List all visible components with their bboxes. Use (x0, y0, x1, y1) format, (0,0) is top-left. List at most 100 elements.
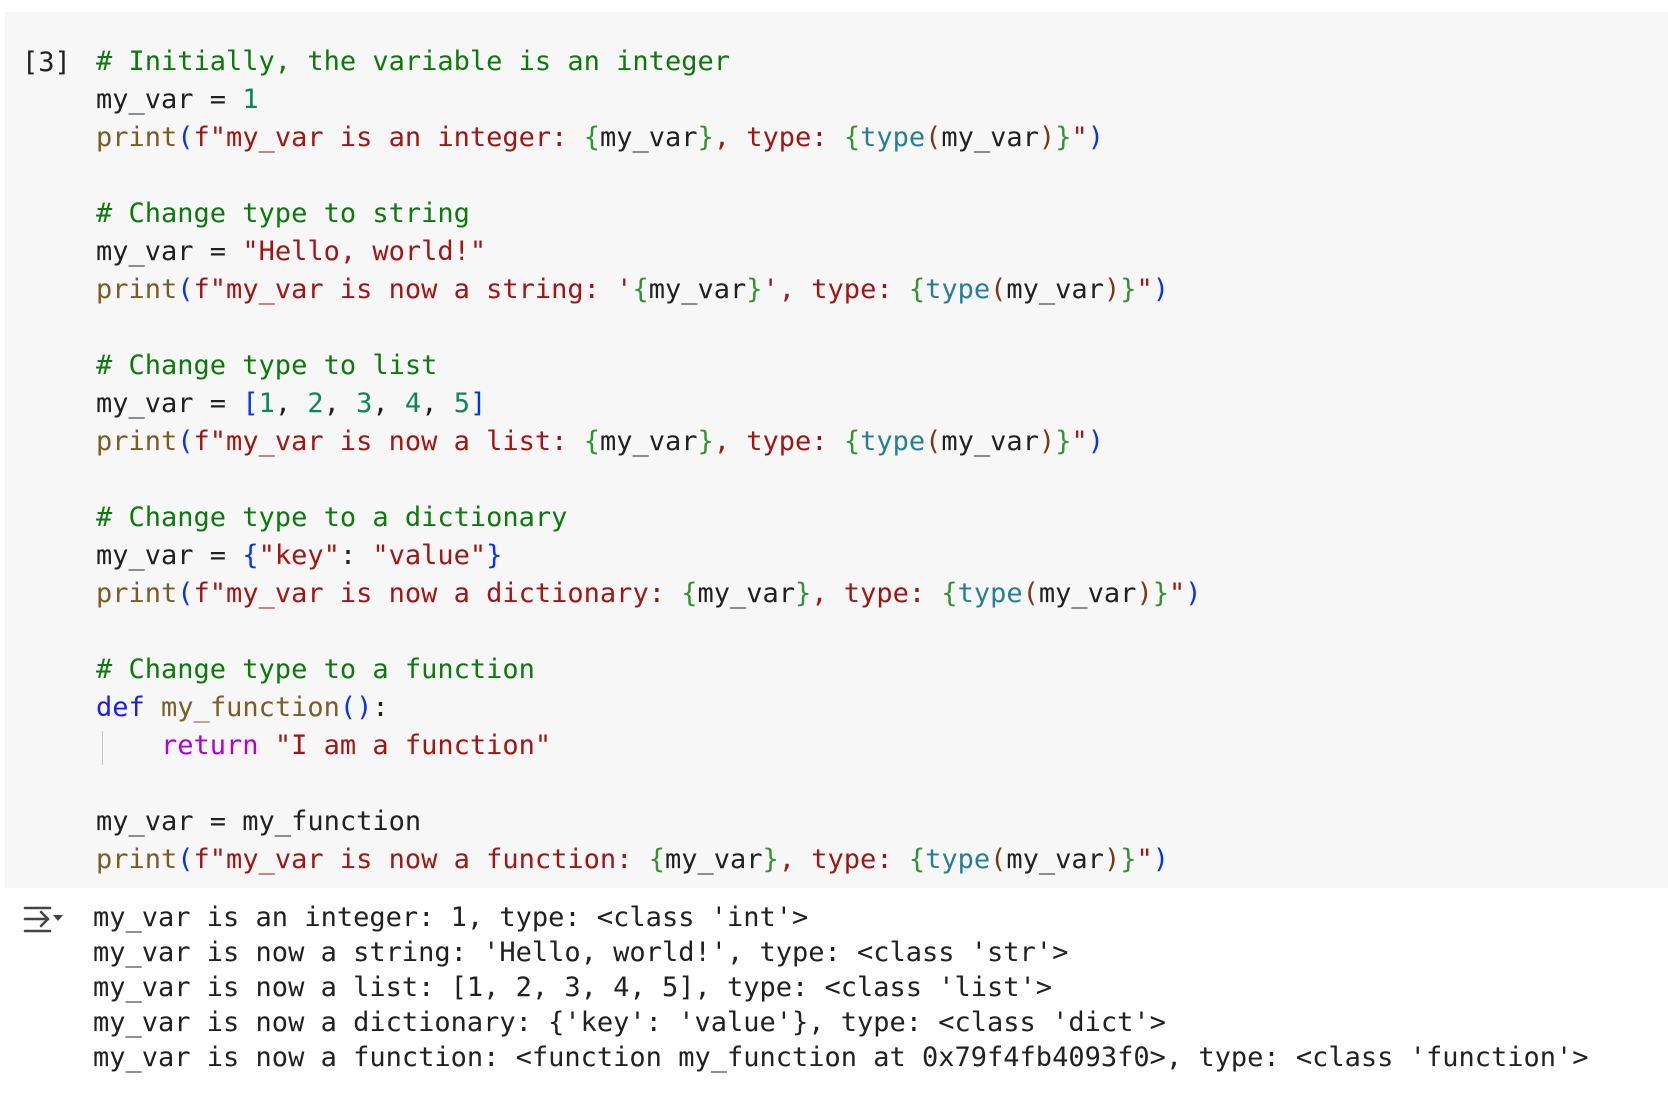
code-token: } (1152, 578, 1169, 609)
code-token: ) (1103, 274, 1121, 305)
code-token: my_function (161, 692, 340, 723)
code-token: { (941, 578, 958, 609)
code-line[interactable] (96, 765, 1202, 803)
code-line[interactable]: my_var = "Hello, world!" (96, 233, 1202, 271)
code-token: { (583, 122, 600, 153)
code-line[interactable]: my_var = {"key": "value"} (96, 537, 1202, 575)
code-token: 1 (258, 388, 275, 419)
code-token: { (242, 540, 259, 571)
code-token: type (957, 578, 1023, 609)
code-token: type (925, 844, 991, 875)
code-line[interactable] (96, 613, 1202, 651)
code-line[interactable]: print(f"my_var is now a dictionary: {my_… (96, 575, 1202, 613)
code-token: my_var = (96, 540, 243, 571)
code-line[interactable] (96, 309, 1202, 347)
code-token: ) (1103, 844, 1121, 875)
code-line[interactable]: # Change type to string (96, 195, 1202, 233)
code-token: my_var (1038, 578, 1137, 609)
code-token: : (372, 692, 389, 723)
code-token: , type: (713, 122, 844, 153)
code-line[interactable]: # Initially, the variable is an integer (96, 43, 1202, 81)
code-token: ) (1152, 844, 1169, 875)
code-token: "I am a function" (274, 730, 552, 761)
code-token: my_var = (96, 236, 243, 267)
code-token: : (339, 540, 373, 571)
output-line: my_var is an integer: 1, type: <class 'i… (93, 902, 809, 933)
code-token: } (746, 274, 763, 305)
code-token (145, 692, 161, 723)
cell-output: my_var is an integer: 1, type: <class 'i… (93, 900, 1589, 1075)
code-token: f"my_var is now a dictionary: (193, 578, 682, 609)
code-token: f"my_var is now a function: (193, 844, 649, 875)
code-token: 2 (307, 388, 324, 419)
output-line: my_var is now a string: 'Hello, world!',… (93, 937, 1069, 968)
code-line[interactable] (96, 157, 1202, 195)
code-line[interactable]: # Change type to a function (96, 651, 1202, 689)
code-token: ( (990, 274, 1007, 305)
code-token: , type: (778, 844, 909, 875)
code-token: ) (1185, 578, 1202, 609)
code-line[interactable]: print(f"my_var is now a function: {my_va… (96, 841, 1202, 879)
code-line[interactable] (96, 461, 1202, 499)
code-token: my_var = (96, 388, 243, 419)
code-token: } (1120, 274, 1137, 305)
code-token: # Change type to a dictionary (96, 502, 568, 533)
code-token: { (908, 844, 926, 875)
code-token: ( (990, 844, 1007, 875)
code-token: ( (925, 426, 942, 457)
output-toggle-icon[interactable] (22, 902, 66, 942)
code-token: my_var (648, 274, 747, 305)
code-token: { (648, 844, 665, 875)
code-line[interactable]: print(f"my_var is an integer: {my_var}, … (96, 119, 1202, 157)
code-token: , (372, 388, 405, 419)
code-token: ( (1022, 578, 1039, 609)
code-token: ( (177, 122, 194, 153)
code-line[interactable]: def my_function(): (96, 689, 1202, 727)
code-cell[interactable]: [3] # Initially, the variable is an inte… (5, 12, 1668, 888)
output-line: my_var is now a list: [1, 2, 3, 4, 5], t… (93, 972, 1053, 1003)
code-token: my_var (941, 122, 1039, 153)
code-token: 1 (242, 84, 259, 115)
code-line[interactable]: return "I am a function" (96, 727, 1202, 765)
indent-guide (102, 731, 103, 765)
code-token: } (1055, 122, 1072, 153)
code-token: ( (177, 274, 194, 305)
code-token: { (908, 274, 926, 305)
code-token: 5 (453, 388, 470, 419)
code-line[interactable]: # Change type to a dictionary (96, 499, 1202, 537)
code-token: { (632, 274, 649, 305)
code-token: } (762, 844, 779, 875)
code-token: ) (1087, 426, 1104, 457)
code-token: } (1055, 426, 1072, 457)
code-line[interactable]: print(f"my_var is now a list: {my_var}, … (96, 423, 1202, 461)
code-token: " (1168, 578, 1186, 609)
code-token: 3 (356, 388, 373, 419)
code-line[interactable]: # Change type to list (96, 347, 1202, 385)
code-line[interactable]: print(f"my_var is now a string: '{my_var… (96, 271, 1202, 309)
code-token (96, 730, 161, 761)
code-token: ) (1087, 122, 1104, 153)
code-line[interactable]: my_var = 1 (96, 81, 1202, 119)
code-token: } (795, 578, 812, 609)
code-token: " (1071, 426, 1088, 457)
output-line: my_var is now a dictionary: {'key': 'val… (93, 1007, 1166, 1038)
code-token: } (697, 426, 714, 457)
code-token: my_var (664, 844, 763, 875)
code-token: "value" (372, 540, 487, 571)
code-token: # Change type to a function (96, 654, 535, 685)
code-token: , (421, 388, 454, 419)
code-line[interactable]: my_var = [1, 2, 3, 4, 5] (96, 385, 1202, 423)
code-token: ] (469, 388, 487, 419)
code-token: [ (242, 388, 259, 419)
code-line[interactable]: my_var = my_function (96, 803, 1202, 841)
code-token: my_var (941, 426, 1039, 457)
code-token: , (323, 388, 357, 419)
code-token: { (681, 578, 698, 609)
code-token: ) (1038, 122, 1056, 153)
code-token: my_var (599, 122, 698, 153)
code-token: " (1136, 274, 1153, 305)
code-token: my_var (697, 578, 796, 609)
code-token: } (697, 122, 714, 153)
code-token: ) (1038, 426, 1056, 457)
